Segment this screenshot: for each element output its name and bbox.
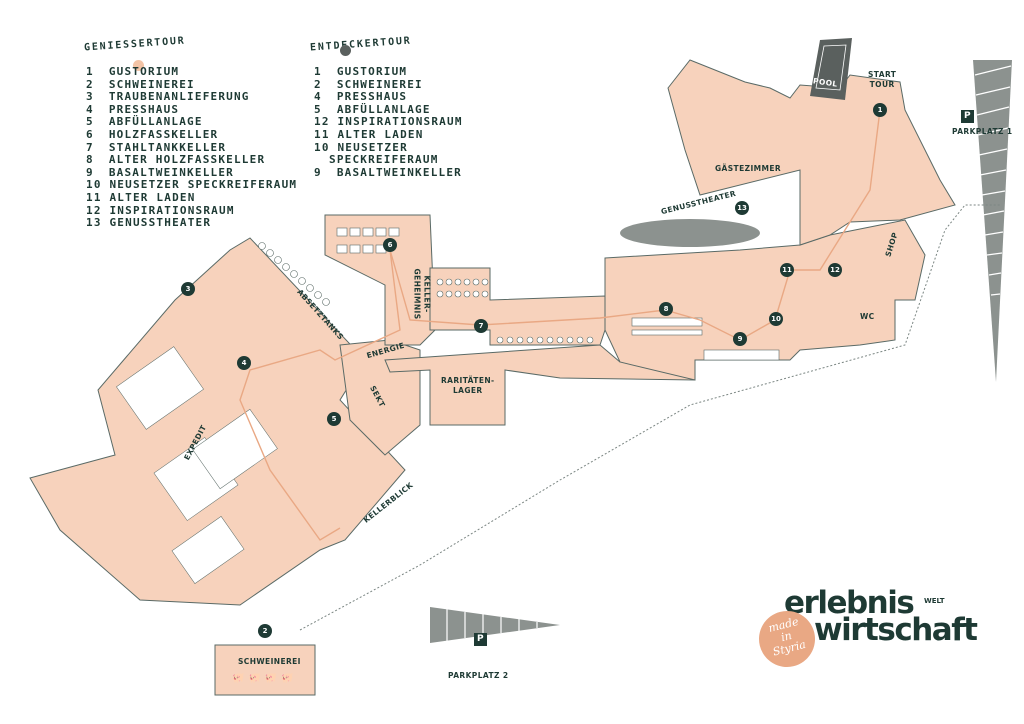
raritaeten-line2: LAGER: [452, 386, 483, 395]
tour-stop-marker-10[interactable]: 10: [769, 312, 783, 326]
start-tour-line2: TOUR: [869, 80, 895, 89]
tour-stop-marker-5[interactable]: 5: [327, 412, 341, 426]
legend-stop: 3 TRAUBENANLIEFERUNG: [86, 90, 250, 104]
legend-stop: 4 PRESSHAUS: [314, 90, 408, 104]
tour-stop-marker-2[interactable]: 2: [258, 624, 272, 638]
tour-stop-marker-13[interactable]: 13: [735, 201, 749, 215]
legend-stop: 7 STAHLTANKKELLER: [86, 140, 227, 154]
tour-stop-marker-1[interactable]: 1: [873, 103, 887, 117]
legend-stop: 4 PRESSHAUS: [86, 102, 180, 116]
gaestezimmer-label: GÄSTEZIMMER: [715, 164, 782, 173]
tour-stop-marker-9[interactable]: 9: [733, 332, 747, 346]
brand-welt: WELT: [924, 597, 945, 605]
brand-line2: wirtschaft: [814, 612, 978, 648]
genusstheater-seating: [620, 219, 760, 247]
legend-stop: 9 BASALTWEINKELLER: [86, 165, 234, 179]
legend-stop: 1 GUSTORIUM: [314, 65, 408, 78]
geniessertour-color-dot: [133, 60, 144, 71]
tour-stop-marker-11[interactable]: 11: [780, 263, 794, 277]
legend-stop: 2 SCHWEINEREI: [86, 77, 195, 91]
schweinerei-label: SCHWEINEREI: [238, 657, 301, 666]
tour-stop-marker-7[interactable]: 7: [474, 319, 488, 333]
start-tour-line1: START: [868, 70, 897, 79]
tank-circles: [258, 242, 594, 344]
entdeckertour-stop-list: 1 GUSTORIUM 2 SCHWEINEREI 4 PRESSHAUS 5 …: [314, 65, 463, 179]
legend-stop: 12 INSPIRATIONSRAUM: [314, 115, 463, 129]
legend-stop: 2 SCHWEINEREI: [314, 77, 423, 91]
brand-line1: erlebnis: [784, 585, 915, 621]
legend-stop: 13 GENUSSTHEATER: [86, 216, 212, 230]
legend-stop: 11 ALTER LADEN: [86, 190, 196, 204]
barrel-grid: [116, 346, 278, 584]
legend-stop: 10 NEUSETZER: [314, 140, 408, 154]
start-tour-label: START TOUR: [868, 70, 896, 90]
legend-stop: 11 ALTER LADEN: [314, 127, 424, 141]
legend-stop: 12 INSPIRATIONSRAUM: [86, 203, 235, 217]
legend-stop: 8 ALTER HOLZFASSKELLER: [86, 153, 266, 167]
tour-stop-marker-4[interactable]: 4: [237, 356, 251, 370]
parkplatz-2-label: PARKPLATZ 2: [448, 671, 509, 680]
raritaeten-label: RARITÄTEN- LAGER: [441, 376, 495, 396]
parking-1-sign[interactable]: P: [961, 110, 974, 123]
parkplatz-1-lot: [973, 60, 1012, 382]
walking-path: [299, 204, 1000, 631]
tour-route: [239, 109, 881, 541]
entdeckertour-color-dot: [340, 45, 351, 56]
legend-stop: 10 NEUSETZER SPECKREIFERAUM: [86, 178, 298, 192]
vat-rows: [336, 227, 780, 361]
legend-stop: 5 ABFÜLLANLAGE: [314, 102, 431, 116]
legend-stop: 1 GUSTORIUM: [86, 65, 180, 78]
pig-icons: 🐖🐖🐖🐖: [232, 673, 298, 684]
parking-2-sign[interactable]: P: [474, 633, 487, 646]
kellergeheimnis-line2: GEHEIMNIS: [412, 268, 422, 320]
legend-stop: 5 ABFÜLLANLAGE: [86, 115, 203, 129]
tour-stop-marker-3[interactable]: 3: [181, 282, 195, 296]
tour-stop-marker-12[interactable]: 12: [828, 263, 842, 277]
geniessertour-stop-list: 1 GUSTORIUM 2 SCHWEINEREI 3 TRAUBENANLIE…: [86, 65, 298, 230]
legend-stop: 6 HOLZFASSKELLER: [86, 127, 219, 141]
legend-stop: 9 BASALTWEINKELLER: [314, 165, 462, 179]
tour-stop-marker-6[interactable]: 6: [383, 238, 397, 252]
parkplatz-2-lot: [430, 607, 560, 643]
parkplatz-1-label: PARKPLATZ 1: [952, 127, 1013, 136]
kellergeheimnis-line1: KELLER-: [422, 275, 432, 313]
tour-stop-marker-8[interactable]: 8: [659, 302, 673, 316]
legend-stop-continuation: SPECKREIFERAUM: [329, 153, 439, 167]
raritaeten-line1: RARITÄTEN-: [441, 376, 495, 385]
kellergeheimnis-label: KELLER- GEHEIMNIS: [412, 268, 432, 319]
wc-label: WC: [860, 312, 875, 321]
